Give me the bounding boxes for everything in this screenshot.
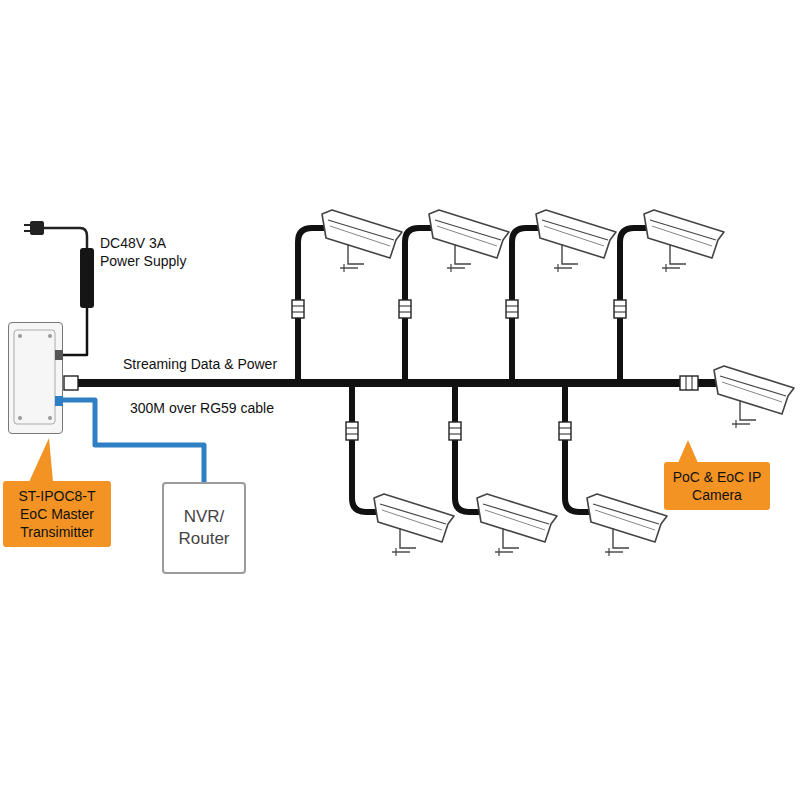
callout-box: ST-IPOC8-T EoC Master Transimitter: [3, 481, 111, 547]
nvr-text: NVR/ Router: [175, 506, 233, 550]
eoc-transmitter: ST-IPOC8-T EoC Master Transimitter: [8, 322, 63, 434]
cable-label: 300M over RG59 cable: [130, 400, 274, 416]
callout-pointer: [3, 436, 63, 486]
connector-line: [63, 308, 87, 355]
cable-label: Streaming Data & Power: [123, 356, 277, 372]
power-supply: DC48V 3A Power Supply: [80, 248, 195, 308]
camera-drops: [298, 228, 648, 512]
callout-text: PoC & EoC IP Camera: [668, 468, 766, 504]
callout-box: PoC & EoC IP Camera: [664, 462, 770, 510]
callout-text: ST-IPOC8-T EoC Master Transimitter: [7, 487, 107, 541]
power-brick: [80, 248, 94, 308]
nvr-box: NVR/ Router: [162, 482, 246, 574]
supply-label: DC48V 3A Power Supply: [100, 234, 195, 270]
callout-pointer: [664, 440, 704, 470]
transmitter-detail: [8, 322, 63, 434]
power-cord: [63, 308, 87, 355]
power-plug: [24, 221, 87, 248]
